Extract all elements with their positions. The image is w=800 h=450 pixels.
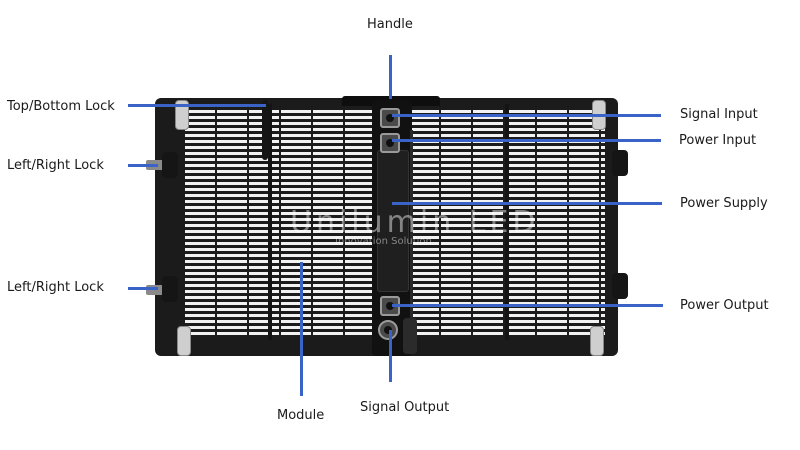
right-lock-knob-upper [612, 150, 628, 176]
label-left-right-lock-lower: Left/Right Lock [7, 280, 104, 295]
brand-watermark-tagline: Innovation Solution [335, 236, 432, 247]
left-lock-knob-upper [162, 152, 178, 178]
signal-input-port [380, 108, 400, 128]
cable-connector [403, 318, 417, 354]
label-power-supply: Power Supply [680, 196, 768, 211]
leader-top-bottom-lock [128, 104, 266, 107]
label-top-bottom-lock: Top/Bottom Lock [7, 99, 115, 114]
power-supply-unit [377, 150, 409, 292]
label-power-output: Power Output [680, 298, 769, 313]
leader-module [300, 262, 303, 396]
module-divider [268, 104, 272, 340]
right-lock-knob-lower [612, 273, 628, 299]
cable [410, 130, 413, 340]
label-power-input: Power Input [679, 133, 757, 148]
leader-power-input [392, 139, 661, 142]
leader-signal-input [392, 114, 661, 117]
brand-watermark: Unilumin LED [290, 205, 540, 240]
left-lock-pin-lower [146, 285, 164, 295]
leader-power-output [392, 304, 663, 307]
label-left-right-lock-upper: Left/Right Lock [7, 158, 104, 173]
corner-bracket-bottom-right [590, 326, 604, 356]
left-lock-knob-lower [162, 276, 178, 302]
leader-handle [389, 55, 392, 99]
label-module: Module [277, 408, 325, 423]
leader-left-right-lock-upper [128, 164, 158, 167]
module-divider [505, 104, 509, 340]
leader-left-right-lock-lower [128, 287, 158, 290]
label-signal-input: Signal Input [680, 107, 758, 122]
label-signal-output: Signal Output [360, 400, 450, 415]
power-input-port [380, 133, 400, 153]
signal-output-port [378, 320, 398, 340]
leader-power-supply [392, 202, 662, 205]
corner-bracket-bottom-left [177, 326, 191, 356]
corner-bracket-top-left [175, 100, 189, 130]
leader-signal-output [389, 330, 392, 382]
top-lock-latch [262, 100, 268, 160]
label-handle: Handle [367, 17, 413, 32]
power-output-port [380, 296, 400, 316]
